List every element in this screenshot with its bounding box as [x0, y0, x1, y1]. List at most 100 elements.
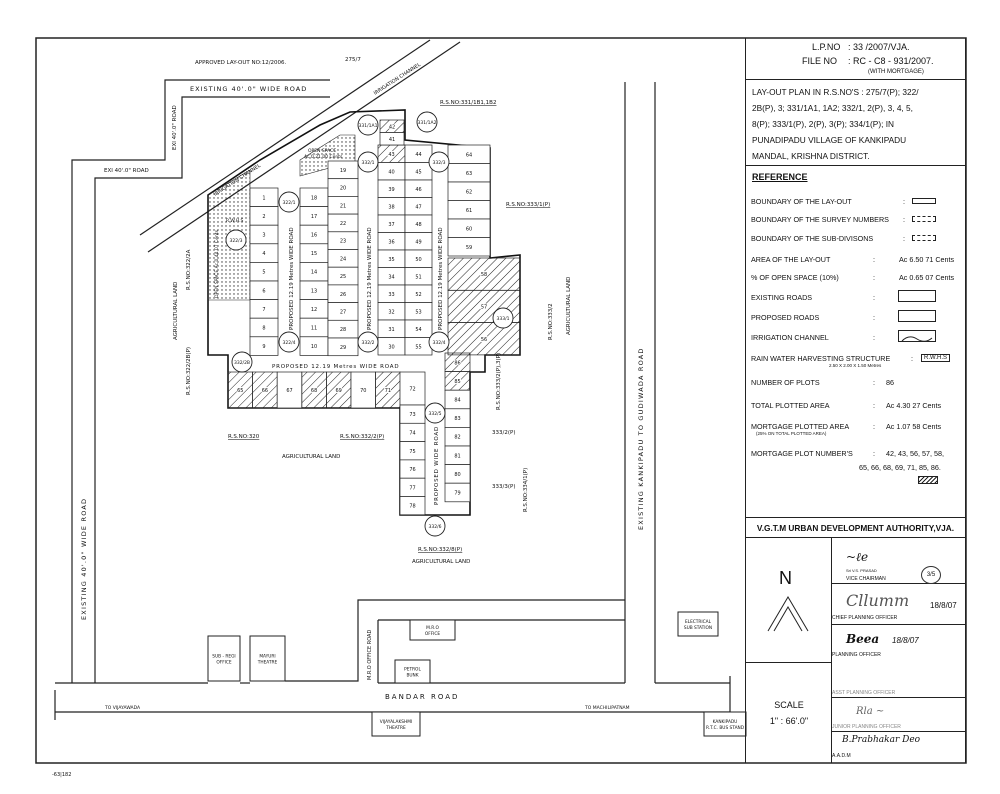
legend-item: IRRIGATION CHANNEL: — [751, 333, 875, 342]
plot — [447, 237, 491, 257]
plot-number: 5 — [262, 270, 265, 276]
legend-value: R.W.H.S — [921, 354, 951, 362]
title-line: MANDAL, KRISHNA DISTRICT. — [752, 151, 870, 161]
boundary-symbol-icon — [912, 235, 936, 241]
divider — [831, 697, 965, 698]
plot-number: 68 — [311, 388, 317, 394]
legend-item: % OF OPEN SPACE (10%):Ac 0.65 07 Cents — [751, 273, 954, 282]
colon: : — [903, 234, 905, 243]
plot-number: 46 — [415, 187, 421, 193]
plot-number: 9 — [262, 344, 265, 350]
survey-circle — [225, 229, 247, 251]
plot-number: 26 — [340, 292, 346, 298]
plot-number: 74 — [409, 430, 415, 436]
plot-number: 81 — [454, 453, 460, 459]
divider — [831, 537, 832, 763]
file-note: (WITH MORTGAGE) — [868, 69, 924, 75]
cpo-label: CHIEF PLANNING OFFICER — [832, 615, 898, 621]
title-line: 2B(P), 3; 331/1A1, 1A2; 332/1, 2(P), 3, … — [752, 103, 913, 113]
agri-land-label: AGRICULTURAL LAND — [173, 282, 179, 340]
lp-label: L.P.NO — [812, 42, 841, 52]
plot-number: 54 — [415, 327, 421, 333]
title-line: 8(P); 333/1(P), 2(P), 3(P); 334/1(P); IN — [752, 119, 895, 129]
building-label: VIJAYALAKSHMI — [380, 719, 412, 725]
legend-value: 42, 43, 56, 57, 58, — [886, 449, 944, 458]
legend-value: 65, 66, 68, 69, 71, 85, 86. — [859, 463, 941, 472]
plot-number: 51 — [415, 274, 421, 280]
plot — [252, 371, 278, 409]
vijaya-building — [371, 711, 421, 737]
reference-heading: REFERENCE — [752, 172, 808, 182]
rs-322-2b-label: R.S.NO:322/2B(P) — [186, 347, 192, 395]
plot-number: 19 — [340, 168, 346, 174]
channel-symbol-icon — [898, 330, 936, 342]
building-label: BUNK — [406, 673, 418, 679]
divider — [746, 537, 965, 538]
legend-label: BOUNDARY OF THE LAY-OUT — [751, 197, 852, 206]
plot-number: 13 — [311, 288, 317, 294]
agri-land-label: AGRICULTURAL LAND — [282, 454, 340, 460]
title-line: PUNADIPADU VILLAGE OF KANKIPADU — [752, 135, 907, 145]
proposed-road-label: PROPOSED 12.19 Metres WIDE ROAD — [438, 227, 444, 330]
plot-number: 61 — [466, 208, 472, 214]
bus-building — [703, 711, 747, 737]
building-label: PETROL — [404, 667, 421, 673]
plot-number: 21 — [340, 203, 346, 209]
map-labels: APPROVED LAY-OUT NO:12/2006. 275/7 EXIST… — [52, 57, 645, 778]
plot-number: 22 — [340, 221, 346, 227]
plot-number: 57 — [481, 304, 487, 310]
survey-number: 332/2 — [362, 340, 375, 346]
legend-item: TOTAL PLOTTED AREA:Ac 4.30 27 Cents — [751, 401, 941, 410]
survey-circle — [428, 331, 450, 353]
plot-number: 84 — [454, 398, 460, 404]
colon: : — [873, 401, 875, 410]
plot-number: 14 — [311, 270, 317, 276]
rs-333-1-label: R.S.NO:333/1(P) — [506, 202, 550, 208]
po-date: 18/8/07 — [892, 636, 919, 645]
survey-number: 322/4 — [283, 340, 296, 346]
plot-number: 55 — [415, 344, 421, 350]
plot-number: 71 — [385, 388, 391, 394]
survey-number: 332/3 — [433, 160, 446, 166]
channel-label: IRRIGATION CHANNEL — [373, 62, 422, 97]
plot — [326, 371, 352, 409]
colon: : — [873, 333, 875, 342]
boundary-symbol-icon — [912, 198, 936, 204]
building-label: OFFICE — [425, 631, 441, 637]
divider — [746, 517, 965, 518]
divider — [831, 731, 965, 732]
plot-number: 7 — [262, 307, 265, 313]
plot-number: 77 — [409, 485, 415, 491]
plot-number: 29 — [340, 345, 346, 351]
rs-333-3p-label: 333/3(P) — [492, 484, 515, 490]
plot-number: 17 — [311, 214, 317, 220]
proposed-road-label: PROPOSED 12.19 Metres WIDE ROAD — [289, 227, 295, 330]
building-label: ELECTRICAL — [685, 619, 712, 625]
plot — [249, 336, 279, 356]
north-label: N — [779, 568, 792, 588]
legend-value: Ac 1.07 58 Cents — [886, 422, 942, 431]
legend-item: NUMBER OF PLOTS:86 — [751, 378, 894, 387]
short-road-v-label: EXI 40'.0" ROAD — [172, 105, 178, 150]
rs-331-label: R.S.NO:331/1B1,1B2 — [440, 100, 496, 106]
plot-number: 60 — [466, 226, 472, 232]
legend-note: 2.50 X 2.00 X 1.50 Metres — [829, 363, 882, 368]
survey-circle — [428, 151, 450, 173]
plot — [447, 257, 521, 291]
colon: : — [911, 354, 913, 363]
plots: 1234567891817161514131211101920212223242… — [227, 119, 521, 516]
building-label: THEATRE — [385, 725, 406, 731]
plot-number: 50 — [415, 257, 421, 263]
plot-number: 20 — [340, 186, 346, 192]
survey-circle — [357, 114, 379, 136]
legend-label: BOUNDARY OF THE SUB-DIVISONS — [751, 234, 874, 243]
survey-number: 332/2B — [234, 360, 250, 366]
plot-number: 1 — [262, 195, 265, 201]
vc-name: Sri V.S. PRASAD — [846, 568, 877, 573]
plot-number: 67 — [286, 388, 292, 394]
plot-number: 82 — [454, 435, 460, 441]
divider — [746, 165, 965, 166]
vc-signature: ~ℓe — [846, 550, 869, 564]
road-symbol-icon — [898, 310, 936, 322]
plot — [276, 371, 303, 409]
